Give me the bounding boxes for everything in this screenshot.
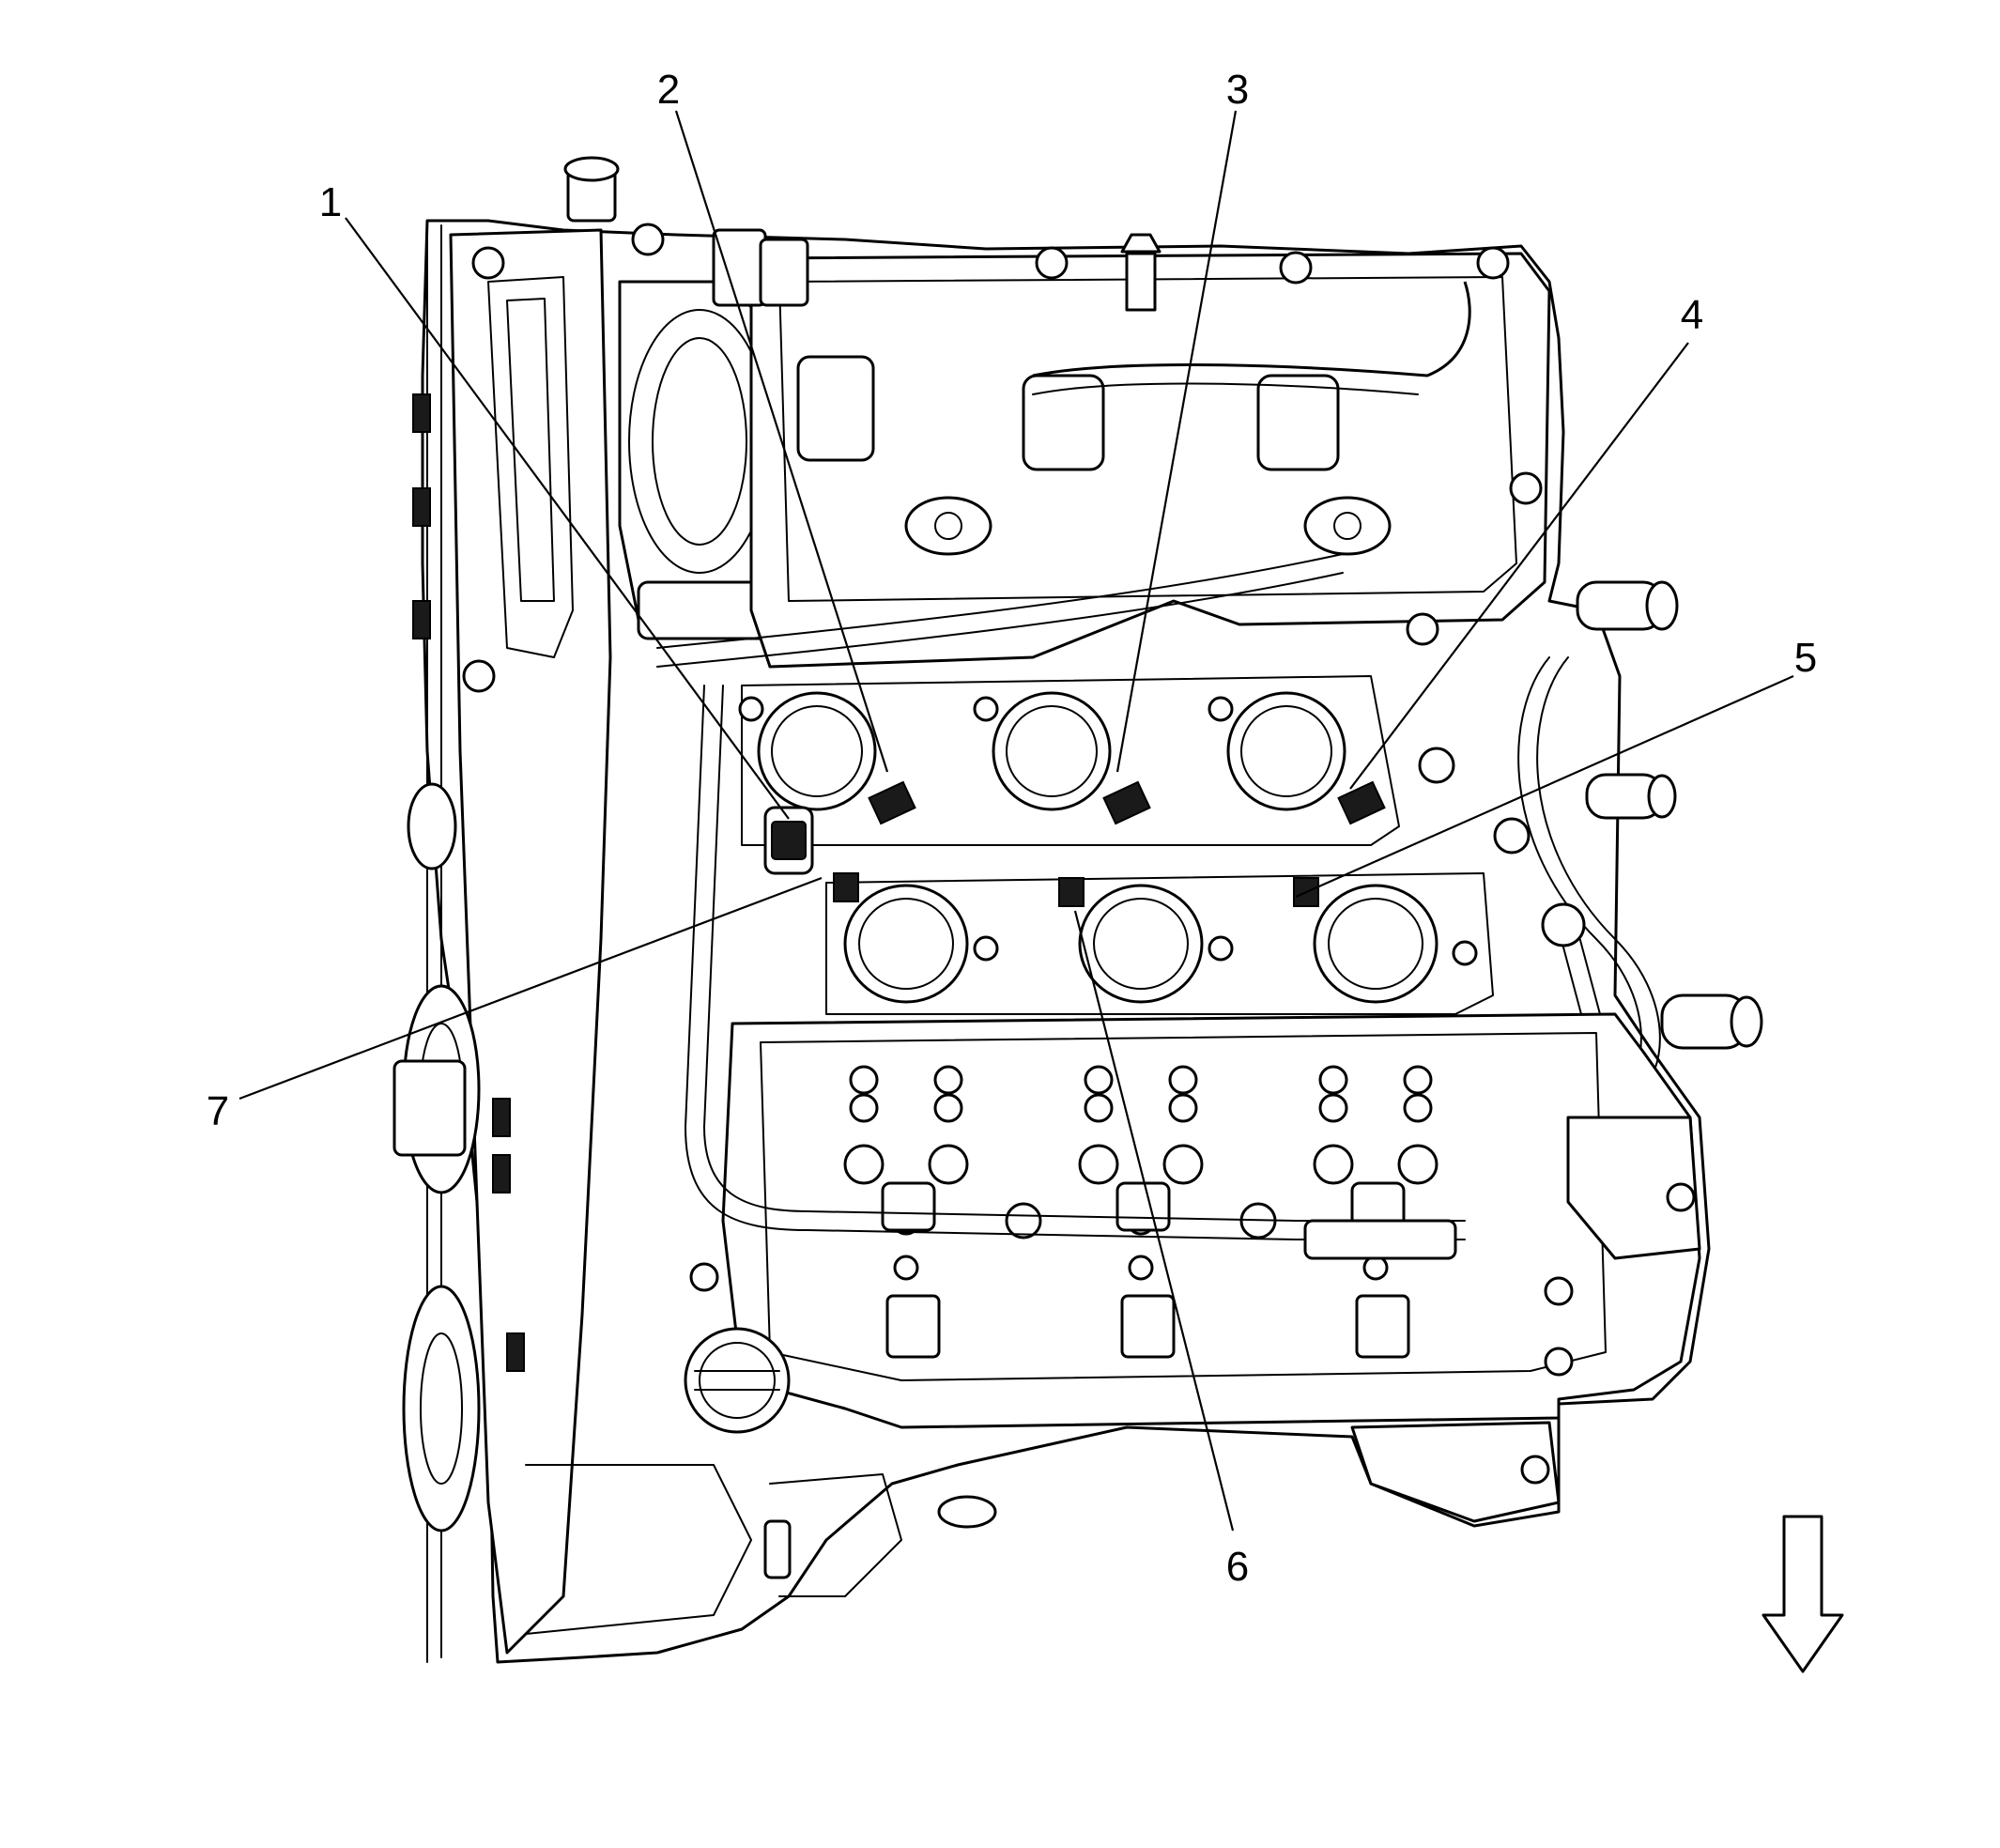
leader-lines [238, 110, 1794, 1532]
callout-3: 3 [1226, 67, 1249, 113]
down-arrow-icon [1762, 1515, 1844, 1673]
callout-2: 2 [657, 67, 680, 113]
callout-6: 6 [1226, 1544, 1249, 1590]
lower-intake-ports [843, 884, 1438, 1004]
callout-5: 5 [1794, 635, 1817, 681]
upper-intake-ports [757, 691, 1346, 811]
leader-4 [1349, 342, 1689, 790]
engine-outline [421, 219, 1711, 1664]
leader-5 [1295, 674, 1794, 899]
fuel-injectors [763, 780, 1386, 907]
coolant-outlets [1576, 580, 1763, 1050]
front-cover [449, 228, 612, 1655]
upper-bolts [462, 223, 1543, 966]
oil-filler-cap [684, 1327, 791, 1434]
upper-coil-group [796, 355, 1392, 556]
callout-1: 1 [319, 179, 342, 225]
leader-3 [1115, 110, 1238, 773]
lower-coil-group [881, 1181, 1410, 1359]
callout-7: 7 [207, 1088, 229, 1134]
engine-illustration [392, 156, 1763, 1664]
leader-1 [345, 217, 790, 820]
callout-4: 4 [1681, 292, 1703, 338]
leader-2 [674, 110, 889, 773]
leader-6 [1073, 910, 1235, 1532]
callout-labels: 1 2 3 4 5 6 7 [207, 67, 1817, 1590]
leader-7 [238, 876, 823, 1101]
